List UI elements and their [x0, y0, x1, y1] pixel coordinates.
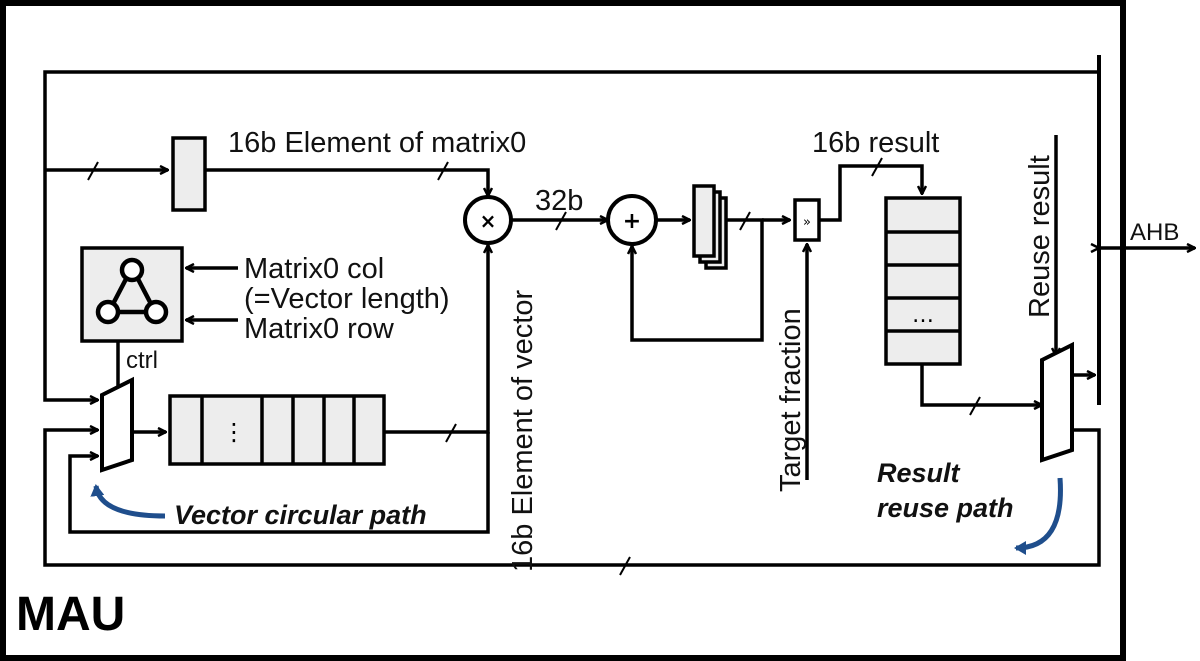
- bus-32b-label: 32b: [535, 185, 583, 217]
- block-title: MAU: [16, 588, 125, 641]
- result-buffer: [884, 196, 962, 366]
- result-reuse-arrow: [1014, 477, 1063, 555]
- result-reuse-label-2: reuse path: [877, 493, 1014, 523]
- reuse-mux: [1040, 341, 1074, 463]
- vector-buffer: [168, 394, 386, 466]
- matrix0-row-label: Matrix0 row: [244, 313, 395, 345]
- buffer-to-mux-wire: [920, 364, 1042, 405]
- target-fraction-label: Target fraction: [775, 308, 807, 492]
- ctrl-label: ctrl: [126, 347, 158, 374]
- mux-to-bottom-wire: [43, 430, 1101, 567]
- reuse-result-label: Reuse result: [1024, 155, 1056, 318]
- vector-circular-wire: [68, 432, 490, 534]
- result-reuse-label-1: Result: [877, 458, 961, 488]
- matrix0-col-label: Matrix0 col: [244, 253, 384, 285]
- shifter-to-buffer-wire: [819, 164, 922, 222]
- matrix0-to-mult-wire: [205, 168, 488, 196]
- plus-icon: +: [623, 209, 641, 234]
- result-16b-label: 16b result: [812, 127, 939, 159]
- vector-path-label: Vector circular path: [174, 500, 427, 530]
- elem-vector-label: 16b Element of vector: [507, 290, 539, 572]
- result-buffer-ellipsis: …: [912, 303, 934, 328]
- vector-buffer-ellipsis: ⋮: [222, 418, 246, 446]
- vector-path-arrow: [90, 484, 166, 519]
- fsm-icon: [95, 257, 169, 325]
- multiply-icon: ×: [480, 209, 497, 233]
- acc-feedback-wire: [632, 218, 764, 342]
- matrix0-register: [171, 136, 207, 212]
- elem-matrix0-label: 16b Element of matrix0: [228, 127, 526, 159]
- mau-frame: [0, 0, 1126, 661]
- vector-to-mult-wire: [384, 245, 488, 434]
- vector-length-label: (=Vector length): [244, 283, 450, 315]
- top-feedback-wire: [43, 70, 1099, 400]
- accumulator-reg-1: [692, 184, 716, 258]
- vector-mux: [100, 376, 134, 473]
- ahb-label: AHB: [1130, 219, 1179, 246]
- shift-icon: »: [803, 215, 811, 230]
